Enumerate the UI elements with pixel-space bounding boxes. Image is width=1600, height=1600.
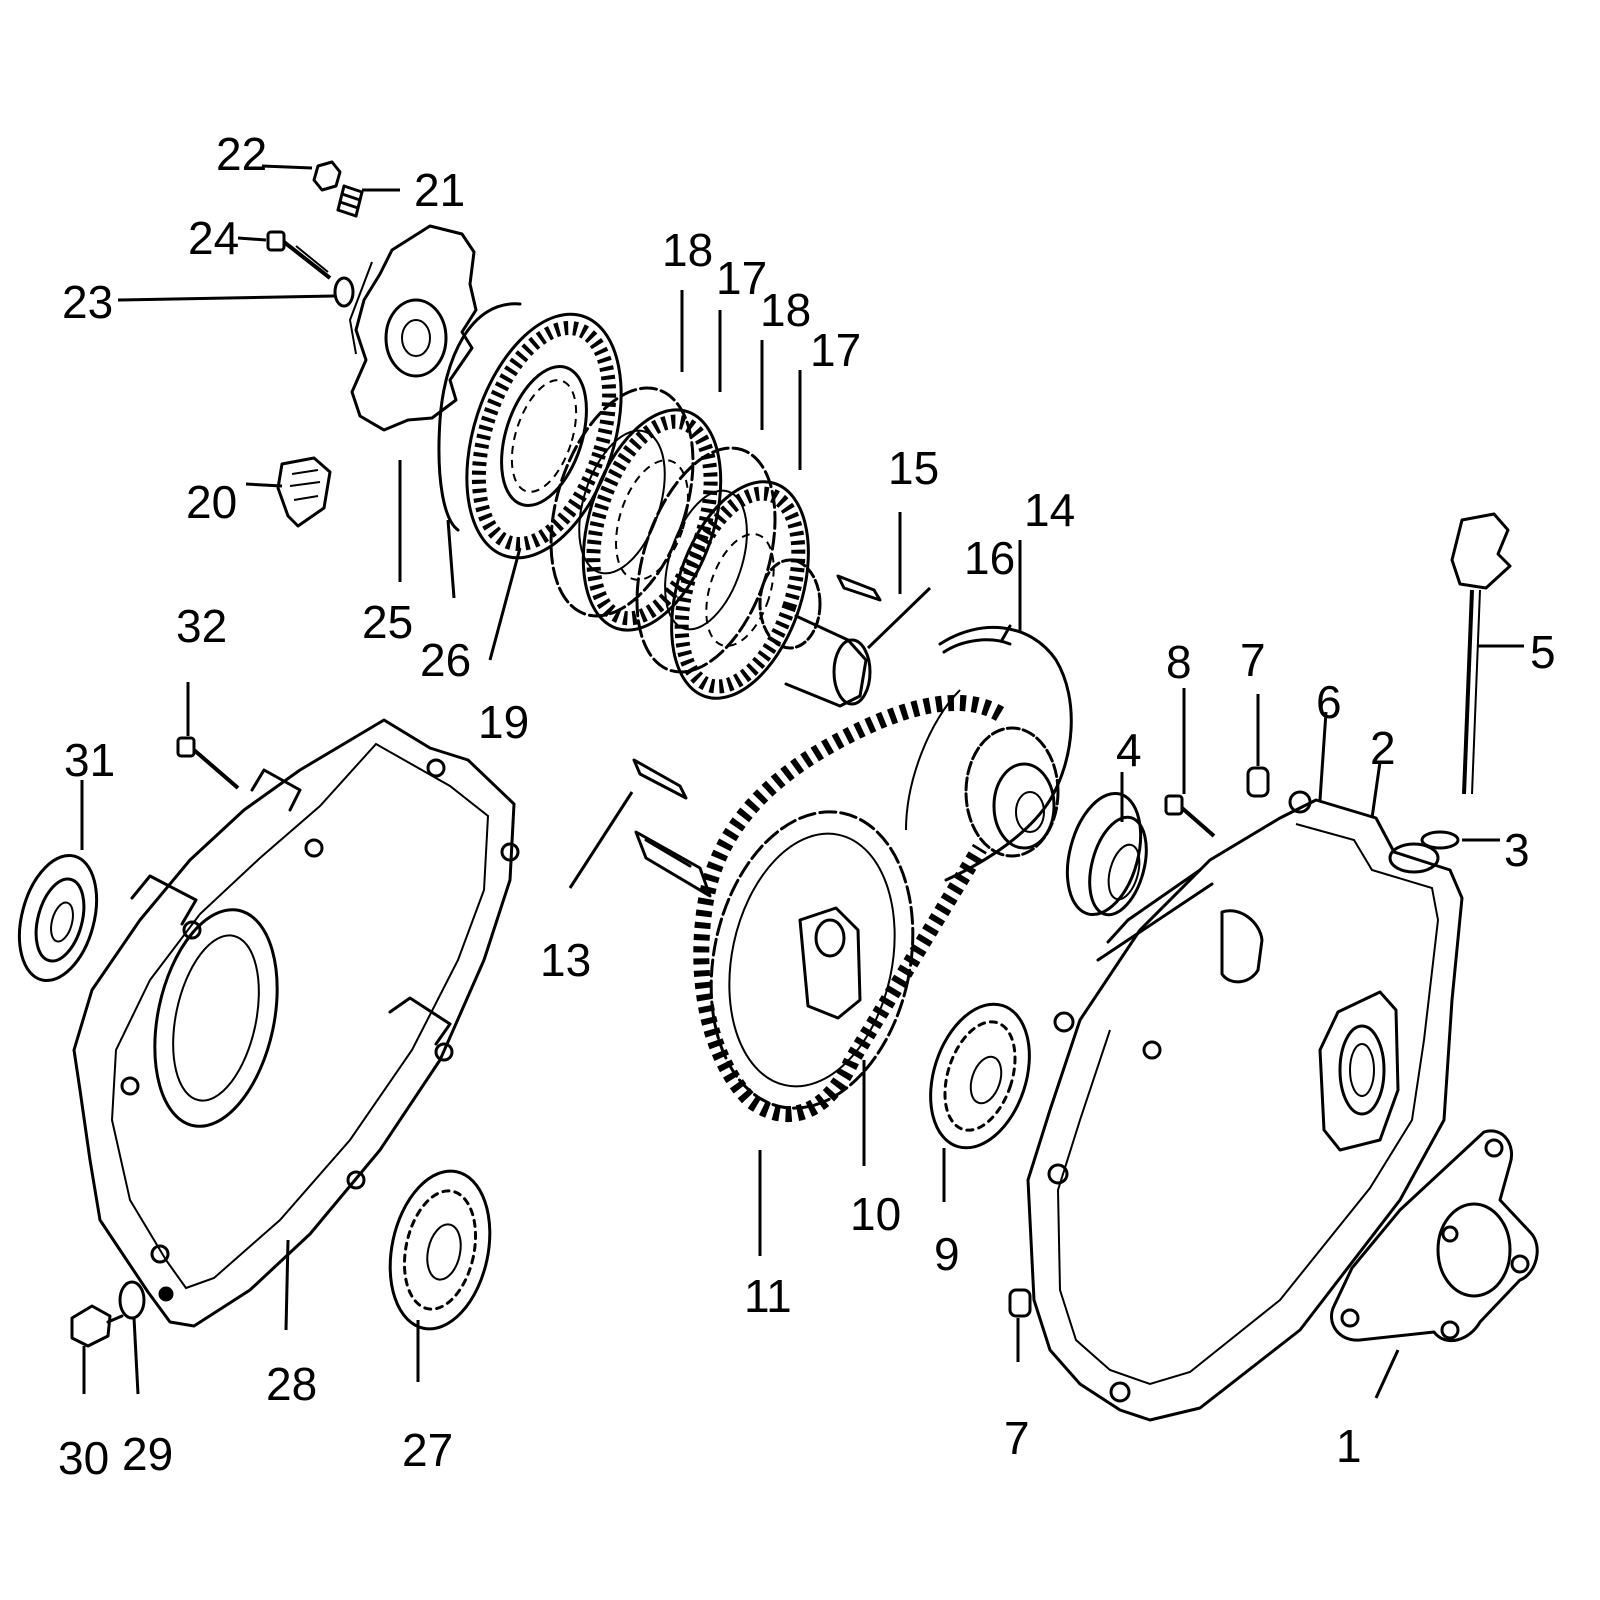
callout-2: 2 <box>1370 722 1396 774</box>
part-15-pin <box>836 574 882 602</box>
callout-24: 24 <box>188 212 239 264</box>
part-31-oil-seal <box>17 853 99 983</box>
part-9-bearing <box>929 1002 1031 1150</box>
callout-17: 17 <box>716 252 767 304</box>
callout-11: 11 <box>744 1270 792 1322</box>
callout-1: 1 <box>1336 1420 1362 1472</box>
part-24-bolt <box>266 230 332 280</box>
part-4-oil-seal <box>1065 791 1148 917</box>
part-16-clutch-hub <box>758 558 872 708</box>
callout-8: 8 <box>1166 636 1192 688</box>
callout-26: 26 <box>420 634 471 686</box>
callout-25: 25 <box>362 596 413 648</box>
callout-9: 9 <box>934 1228 960 1280</box>
part-26-circlip <box>437 302 522 532</box>
part-20-block <box>276 456 332 528</box>
callout-19: 19 <box>478 696 529 748</box>
callout-29: 29 <box>122 1428 173 1480</box>
part-5-dipstick <box>1450 512 1512 795</box>
callout-28: 28 <box>266 1358 317 1410</box>
part-30-drain-plug <box>70 1304 124 1348</box>
part-17-friction-disc-2 <box>670 480 810 700</box>
part-32-bolt <box>176 736 240 790</box>
part-19-friction-disc <box>465 312 623 560</box>
part-2-transmission-cover <box>1026 790 1464 1422</box>
part-29-washer <box>118 1280 146 1320</box>
callout-15: 15 <box>888 442 939 494</box>
callout-23: 23 <box>62 276 113 328</box>
leader-lines <box>80 164 1524 1399</box>
part-22-nut <box>312 160 342 192</box>
part-3-o-ring <box>1420 830 1460 850</box>
callout-7b: 7 <box>1004 1412 1030 1464</box>
callout-21: 21 <box>414 164 465 216</box>
part-11-chain <box>693 695 1005 1123</box>
callout-4: 4 <box>1116 724 1142 776</box>
part-13-key <box>632 758 688 800</box>
part-28-crankcase <box>72 718 520 1328</box>
part-25-pressure-plate <box>348 224 478 432</box>
callout-27: 27 <box>402 1424 453 1476</box>
part-7-dowel <box>1246 766 1270 798</box>
callout-13: 13 <box>540 934 591 986</box>
part-14-chain-guard <box>905 624 1073 882</box>
callout-18b: 18 <box>760 284 811 336</box>
callout-14: 14 <box>1024 484 1075 536</box>
part-21-spring <box>336 184 364 218</box>
callout-labels: 22 21 24 23 18 17 18 17 15 14 16 20 25 2… <box>58 128 1556 1484</box>
callout-32: 32 <box>176 600 227 652</box>
part-7-dowel-lower <box>1008 1288 1032 1318</box>
part-8-bolt <box>1164 794 1216 838</box>
callout-17b: 17 <box>810 324 861 376</box>
callout-31: 31 <box>64 734 115 786</box>
part-1-gasket <box>1330 1129 1539 1343</box>
callout-6: 6 <box>1316 676 1342 728</box>
part-23-washer <box>333 276 355 308</box>
callout-16: 16 <box>964 532 1015 584</box>
callout-5: 5 <box>1530 626 1556 678</box>
drive-sprocket <box>964 726 1060 858</box>
output-shaft <box>634 830 712 898</box>
part-10-driven-sprocket <box>709 810 915 1110</box>
callout-18: 18 <box>662 224 713 276</box>
part-27-bearing <box>388 1169 492 1331</box>
callout-20: 20 <box>186 476 237 528</box>
callout-7: 7 <box>1240 634 1266 686</box>
callout-10: 10 <box>850 1188 901 1240</box>
callout-3: 3 <box>1504 824 1530 876</box>
callout-22: 22 <box>216 128 267 180</box>
callout-30: 30 <box>58 1432 109 1484</box>
